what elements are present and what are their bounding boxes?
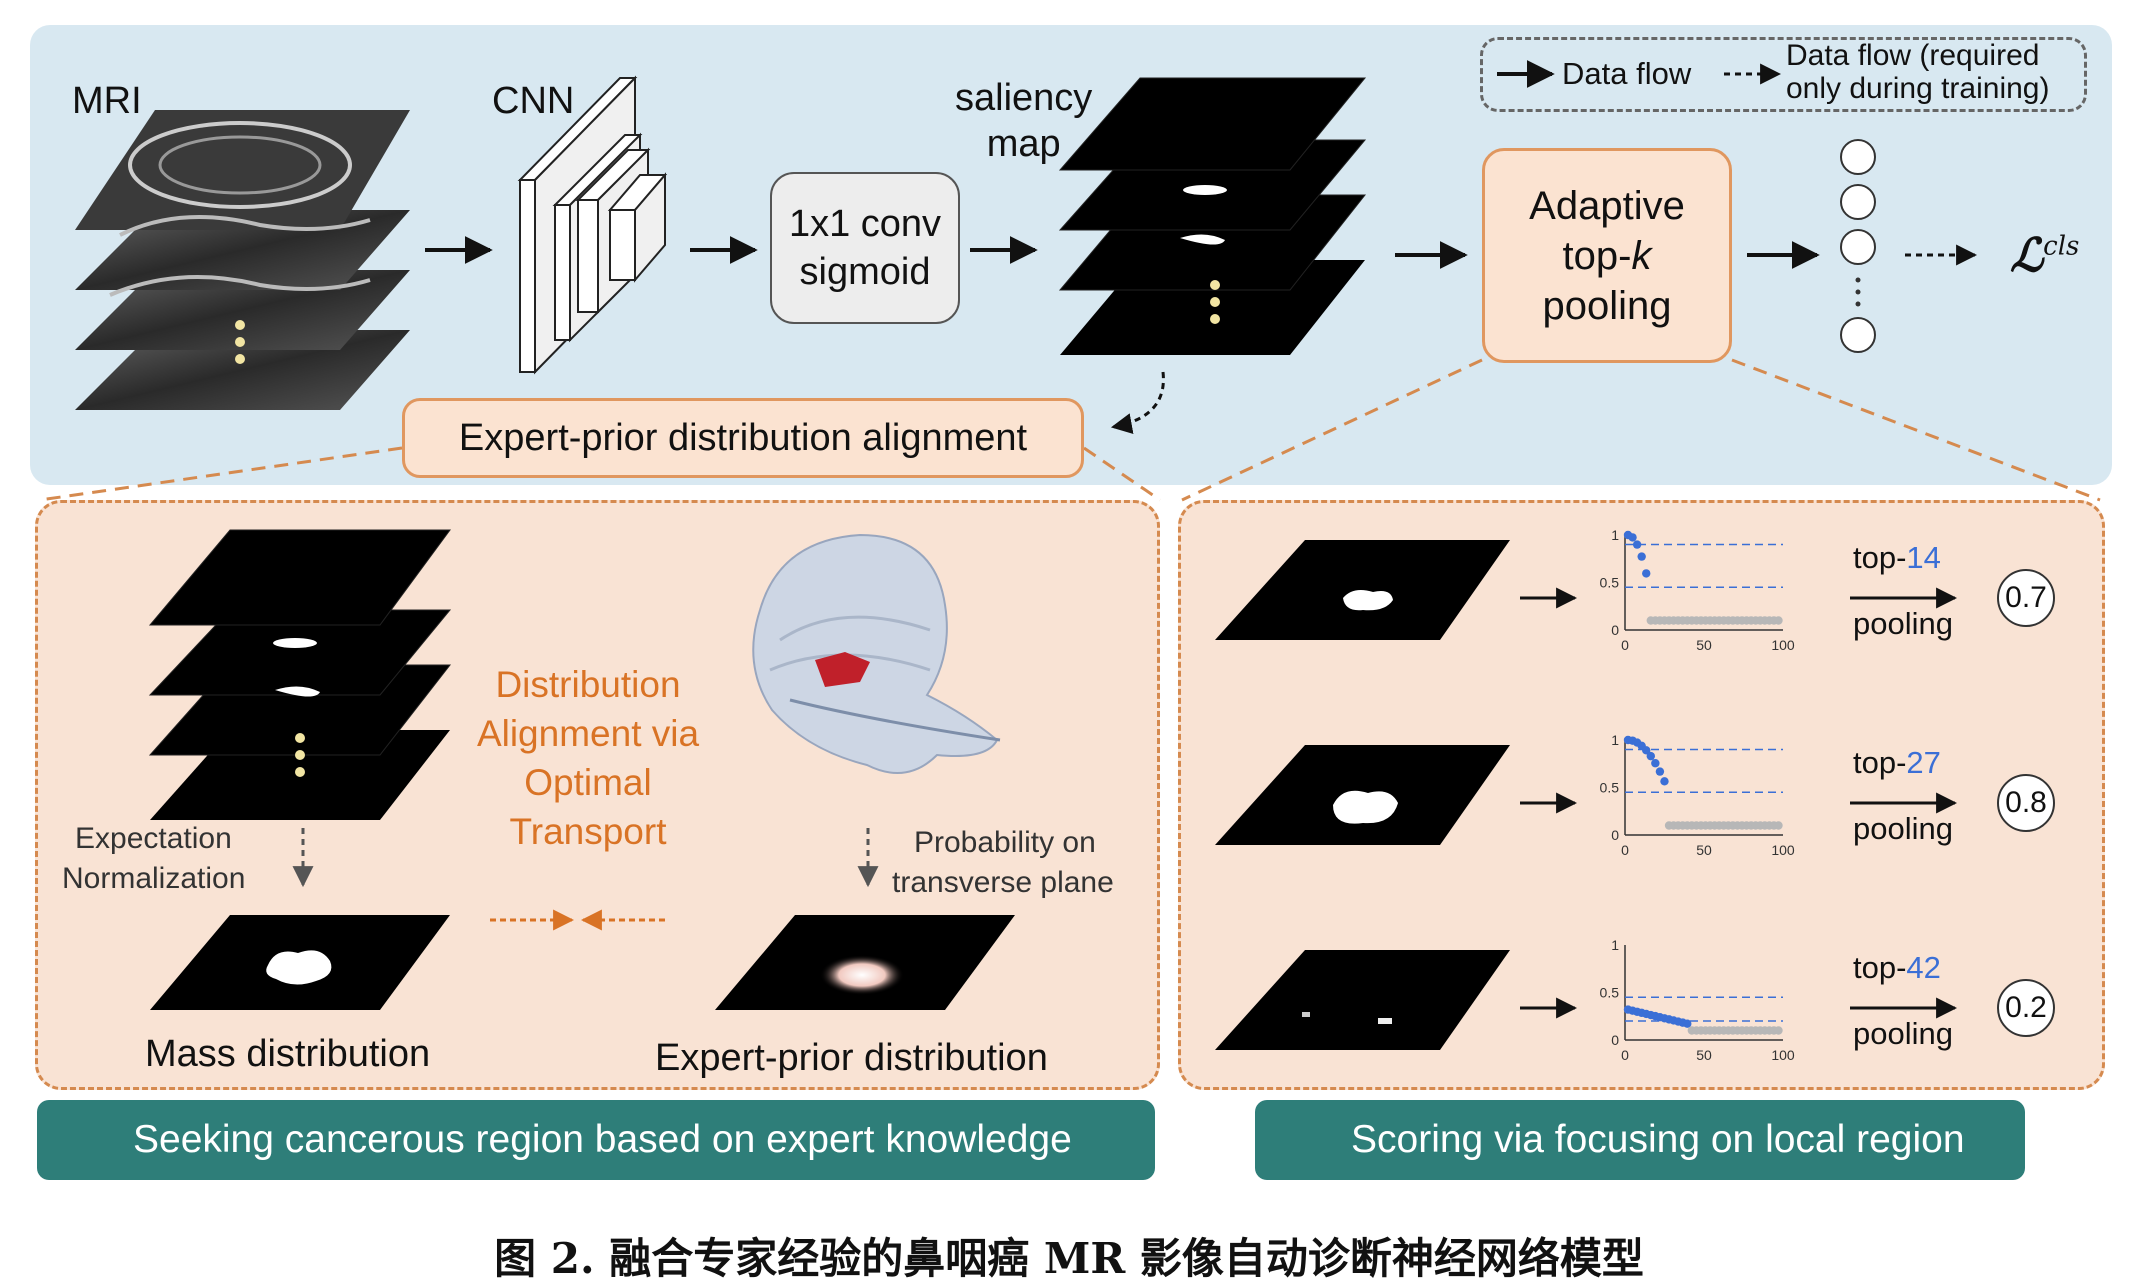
topk-plot-3: 1 0.5 00 50 100 [1600, 937, 1795, 1063]
cnn-block [517, 75, 668, 375]
pooling-line-2: top-k [1562, 233, 1652, 278]
x-tick-label: 0 [1621, 1047, 1629, 1063]
topk-label-3: top-42 [1853, 950, 1941, 985]
head-3d-render [752, 533, 1001, 774]
conv-label: 1x1 conv [788, 203, 942, 245]
conv-sigmoid-box: 1x1 conv sigmoid [770, 172, 960, 324]
x-tick-label: 100 [1771, 842, 1795, 858]
mass-distribution-map [150, 915, 450, 1010]
mri-label: MRI [72, 80, 142, 122]
y-tick-label: 0.5 [1600, 780, 1620, 796]
transverse-plane-label: transverse plane [892, 866, 1114, 899]
y-tick-label: 0 [1611, 1032, 1619, 1048]
topk-label-1: top-14 [1853, 540, 1941, 575]
topk-plot-2: 1 0.5 00 50 100 [1600, 732, 1795, 858]
score-point [1642, 569, 1651, 578]
banner-expert-knowledge: Seeking cancerous region based on expert… [37, 1100, 1155, 1180]
score-3: 0.2 [1997, 979, 2055, 1037]
score-point [1774, 821, 1783, 830]
x-tick-label: 50 [1696, 1047, 1712, 1063]
score-point [1774, 616, 1783, 625]
x-tick-label: 100 [1771, 637, 1795, 653]
pooling-label-2: pooling [1853, 811, 1953, 846]
mri-slice-stack [75, 110, 410, 410]
x-tick-label: 0 [1621, 842, 1629, 858]
score-point [1637, 552, 1646, 561]
y-tick-label: 0.5 [1600, 985, 1620, 1001]
expectation-label: Expectation [75, 822, 232, 855]
probability-stack [148, 529, 452, 820]
pooling-line-1: Adaptive [1529, 183, 1685, 228]
sigmoid-label: sigmoid [799, 251, 931, 293]
saliency-map-stack [1058, 77, 1367, 355]
scoring-slices [1215, 540, 1510, 1050]
x-tick-label: 50 [1696, 637, 1712, 653]
score-point [1628, 533, 1637, 542]
pooling-line-3: pooling [1542, 283, 1672, 328]
topk-plot-1: 1 0.5 00 50 100 [1600, 527, 1795, 653]
expert-prior-alignment-box: Expert-prior distribution alignment [402, 398, 1084, 478]
y-tick-label: 1 [1611, 527, 1619, 543]
topk-label-2: top-27 [1853, 745, 1941, 780]
cnn-label: CNN [492, 80, 575, 122]
score-point [1651, 759, 1660, 768]
normalization-label: Normalization [62, 862, 246, 895]
score-point [1646, 751, 1656, 761]
y-tick-label: 0 [1611, 622, 1619, 638]
legend-dashed-label: Data flow (required only during training… [1786, 39, 2050, 105]
pooling-label-3: pooling [1853, 1016, 1953, 1051]
y-tick-label: 1 [1611, 937, 1619, 953]
expert-prior-map [715, 915, 1015, 1010]
x-tick-label: 0 [1621, 637, 1629, 653]
adaptive-topk-pooling-box: Adaptive top-k pooling [1482, 148, 1732, 363]
legend [1480, 37, 2087, 112]
figure-caption: 图 2. 融合专家经验的鼻咽癌 MR 影像自动诊断神经网络模型 [494, 1234, 1644, 1283]
score-point [1660, 777, 1669, 786]
score-point [1642, 746, 1651, 755]
y-tick-label: 0.5 [1600, 575, 1620, 591]
saliency-map-label: saliency map [955, 77, 1093, 165]
legend-solid-label: Data flow [1562, 56, 1692, 91]
score-point [1774, 1026, 1783, 1035]
y-tick-label: 0 [1611, 827, 1619, 843]
banner-local-region: Scoring via focusing on local region [1255, 1100, 2025, 1180]
score-1: 0.7 [1997, 569, 2055, 627]
x-tick-label: 50 [1696, 842, 1712, 858]
expert-prior-distribution-label: Expert-prior distribution [655, 1037, 1048, 1079]
pipeline-arrows [425, 236, 1820, 269]
classification-loss: ℒcls [2010, 228, 2080, 282]
score-point [1655, 767, 1665, 776]
mass-distribution-label: Mass distribution [145, 1033, 431, 1075]
pooling-label-1: pooling [1853, 606, 1953, 641]
x-tick-label: 100 [1771, 1047, 1795, 1063]
score-point [1632, 540, 1642, 549]
ot-alignment-text: Distribution Alignment via Optimal Trans… [476, 664, 700, 852]
score-point [1683, 1019, 1692, 1028]
y-tick-label: 1 [1611, 732, 1619, 748]
output-neurons [1840, 139, 1876, 353]
probability-label: Probability on [914, 826, 1096, 859]
score-2: 0.8 [1997, 774, 2055, 832]
